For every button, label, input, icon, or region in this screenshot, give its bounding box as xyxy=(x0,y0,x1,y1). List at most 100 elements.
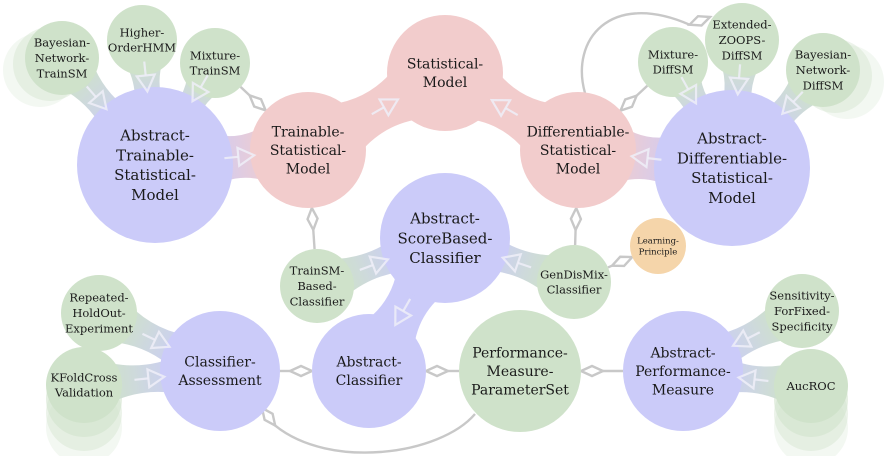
aggregation-edge xyxy=(274,413,476,454)
node-performance-measure-parameterset[interactable]: Performance- Measure- ParameterSet xyxy=(459,310,581,432)
node-trainsm-based-classifier[interactable]: TrainSM-Based-Classifier xyxy=(280,249,354,323)
node-circle xyxy=(312,314,426,428)
inheritance-arrow-shaft xyxy=(754,378,769,383)
node-label-line: Abstract- xyxy=(696,129,767,147)
node-sensitivity-forfixed-specificity[interactable]: Sensitivity-ForFixed-Specificity xyxy=(765,274,839,348)
aggregation-edge xyxy=(580,12,691,94)
node-abstract-trainable-statistical-model[interactable]: Abstract- Trainable- Statistical- Model xyxy=(77,87,233,243)
node-circle xyxy=(705,3,779,77)
aggregation-diamond-icon xyxy=(287,364,315,378)
node-label-line: Principle xyxy=(639,248,678,258)
node-label-line: ForFixed- xyxy=(774,304,830,318)
node-label-line: Model xyxy=(131,186,179,204)
node-gendismix-classifier[interactable]: GenDisMix- Classifier xyxy=(537,245,611,319)
node-abstract-performance-measure[interactable]: Abstract-Performance-Measure xyxy=(623,311,743,431)
aggregation-diamond-icon xyxy=(247,93,268,113)
node-label-line: Higher- xyxy=(120,25,165,39)
node-label-line: DiffSM xyxy=(803,78,844,92)
inheritance-arrow-shaft xyxy=(402,298,412,312)
node-circle xyxy=(786,33,860,107)
node-label-line: Statistical- xyxy=(114,166,196,184)
node-circle xyxy=(774,349,848,423)
node-label-line: HoldOut- xyxy=(72,306,125,320)
node-label-line: Extended- xyxy=(712,18,771,32)
node-learning-principle[interactable]: Learning-Principle xyxy=(630,218,686,274)
node-label-line: DiffSM xyxy=(722,48,763,62)
node-label-line: Classifier xyxy=(336,373,403,389)
node-mixture-diffsm[interactable]: Mixture-DiffSM xyxy=(638,27,708,97)
aggregation-diamond-icon xyxy=(686,14,713,27)
node-circle xyxy=(160,311,280,431)
node-label-line: TrainSM- xyxy=(290,264,345,278)
inheritance-arrow-shaft xyxy=(359,264,374,271)
node-label-line: Abstract- xyxy=(119,126,190,144)
node-differentiable-statistical-model[interactable]: Differentiable-Statistical-Model xyxy=(520,92,636,208)
inheritance-arrow-icon xyxy=(500,252,523,274)
node-label-line: Bayesian- xyxy=(795,48,851,62)
node-label-line: TrainSM xyxy=(37,66,88,80)
node-label-line: Model xyxy=(556,162,601,178)
inheritance-arrow-icon xyxy=(731,328,754,348)
node-repeated-holdout-experiment[interactable]: Repeated-HoldOut-Experiment xyxy=(61,275,137,351)
inheritance-arrow-shaft xyxy=(141,332,156,341)
node-extended-zoops-diffsm[interactable]: Extended-ZOOPS-DiffSM xyxy=(705,3,779,77)
node-label-line: ZOOPS- xyxy=(719,33,766,47)
inheritance-arrow-shaft xyxy=(143,61,147,76)
node-label-line: Trainable- xyxy=(272,124,345,140)
node-bayesian-network-diffsm[interactable]: Bayesian-Network-DiffSM xyxy=(786,33,860,107)
aggregation-diamond-icon xyxy=(423,364,451,378)
node-label-line: AucROC xyxy=(785,379,835,393)
node-mixture-trainsm[interactable]: Mixture-TrainSM xyxy=(180,28,250,98)
node-classifier-assessment[interactable]: Classifier-Assessment xyxy=(160,311,280,431)
node-label-line: Classifier xyxy=(547,283,602,297)
node-circle xyxy=(638,27,708,97)
node-label-line: Abstract- xyxy=(335,355,401,371)
node-circle xyxy=(25,21,99,95)
node-label-line: ParameterSet xyxy=(471,383,569,399)
inheritance-arrow-shaft xyxy=(134,377,149,381)
node-abstract-differentiable-statistical-model[interactable]: Abstract-Differentiable-Statistical-Mode… xyxy=(654,90,810,246)
node-label-line: Experiment xyxy=(65,321,133,335)
node-label-line: Measure xyxy=(652,383,714,399)
node-statistical-model[interactable]: Statistical-Model xyxy=(387,15,503,131)
node-trainable-statistical-model[interactable]: Trainable- Statistical- Model xyxy=(250,92,366,208)
node-bayesian-network-trainsm[interactable]: Bayesian-Network-TrainSM xyxy=(25,21,99,95)
inheritance-arrow-shaft xyxy=(371,106,385,116)
inheritance-arrow-icon xyxy=(394,304,414,327)
node-label-line: Trainable- xyxy=(116,146,194,164)
node-label-line: Network- xyxy=(35,51,90,65)
inheritance-arrow-shaft xyxy=(85,85,97,98)
node-circle xyxy=(61,275,137,351)
inheritance-arrow-shaft xyxy=(505,107,519,117)
node-label-line: Repeated- xyxy=(69,291,128,305)
node-label-line: Model xyxy=(423,75,468,91)
aggregation-diamond-icon xyxy=(569,205,583,233)
aggregation-connectors xyxy=(239,12,713,454)
node-higher-orderhmm[interactable]: Higher- OrderHMM xyxy=(107,5,177,75)
node-label-line: Specificity xyxy=(771,319,833,333)
node-abstract-scorebased-classifier[interactable]: Abstract-ScoreBased-Classifier xyxy=(380,173,510,303)
node-label-line: Classifier xyxy=(409,249,481,267)
inheritance-arrow-shaft xyxy=(737,64,742,79)
node-circle xyxy=(765,274,839,348)
node-label-line: ScoreBased- xyxy=(398,229,493,247)
node-label-line: Model xyxy=(286,162,331,178)
node-label-line: GenDisMix- xyxy=(540,267,608,281)
node-label-line: Statistical- xyxy=(691,169,773,187)
aggregation-diamond-icon xyxy=(260,405,277,428)
node-label-line: Measure- xyxy=(487,364,554,380)
node-label-line: Performance- xyxy=(635,364,731,380)
inheritance-arrow-shaft xyxy=(746,331,761,340)
node-label-line: OrderHMM xyxy=(108,41,176,55)
inheritance-arrow-shaft xyxy=(792,91,804,103)
node-label-line: Statistical- xyxy=(270,143,347,159)
node-circle xyxy=(250,92,366,208)
node-label-line: Performance- xyxy=(472,345,568,361)
node-circle xyxy=(537,245,611,319)
node-aucroc[interactable]: AucROC xyxy=(774,349,848,423)
aggregation-edge xyxy=(312,229,316,250)
node-abstract-classifier[interactable]: Abstract- Classifier xyxy=(312,314,426,428)
node-label-line: Network- xyxy=(796,63,851,77)
node-circle xyxy=(520,92,636,208)
